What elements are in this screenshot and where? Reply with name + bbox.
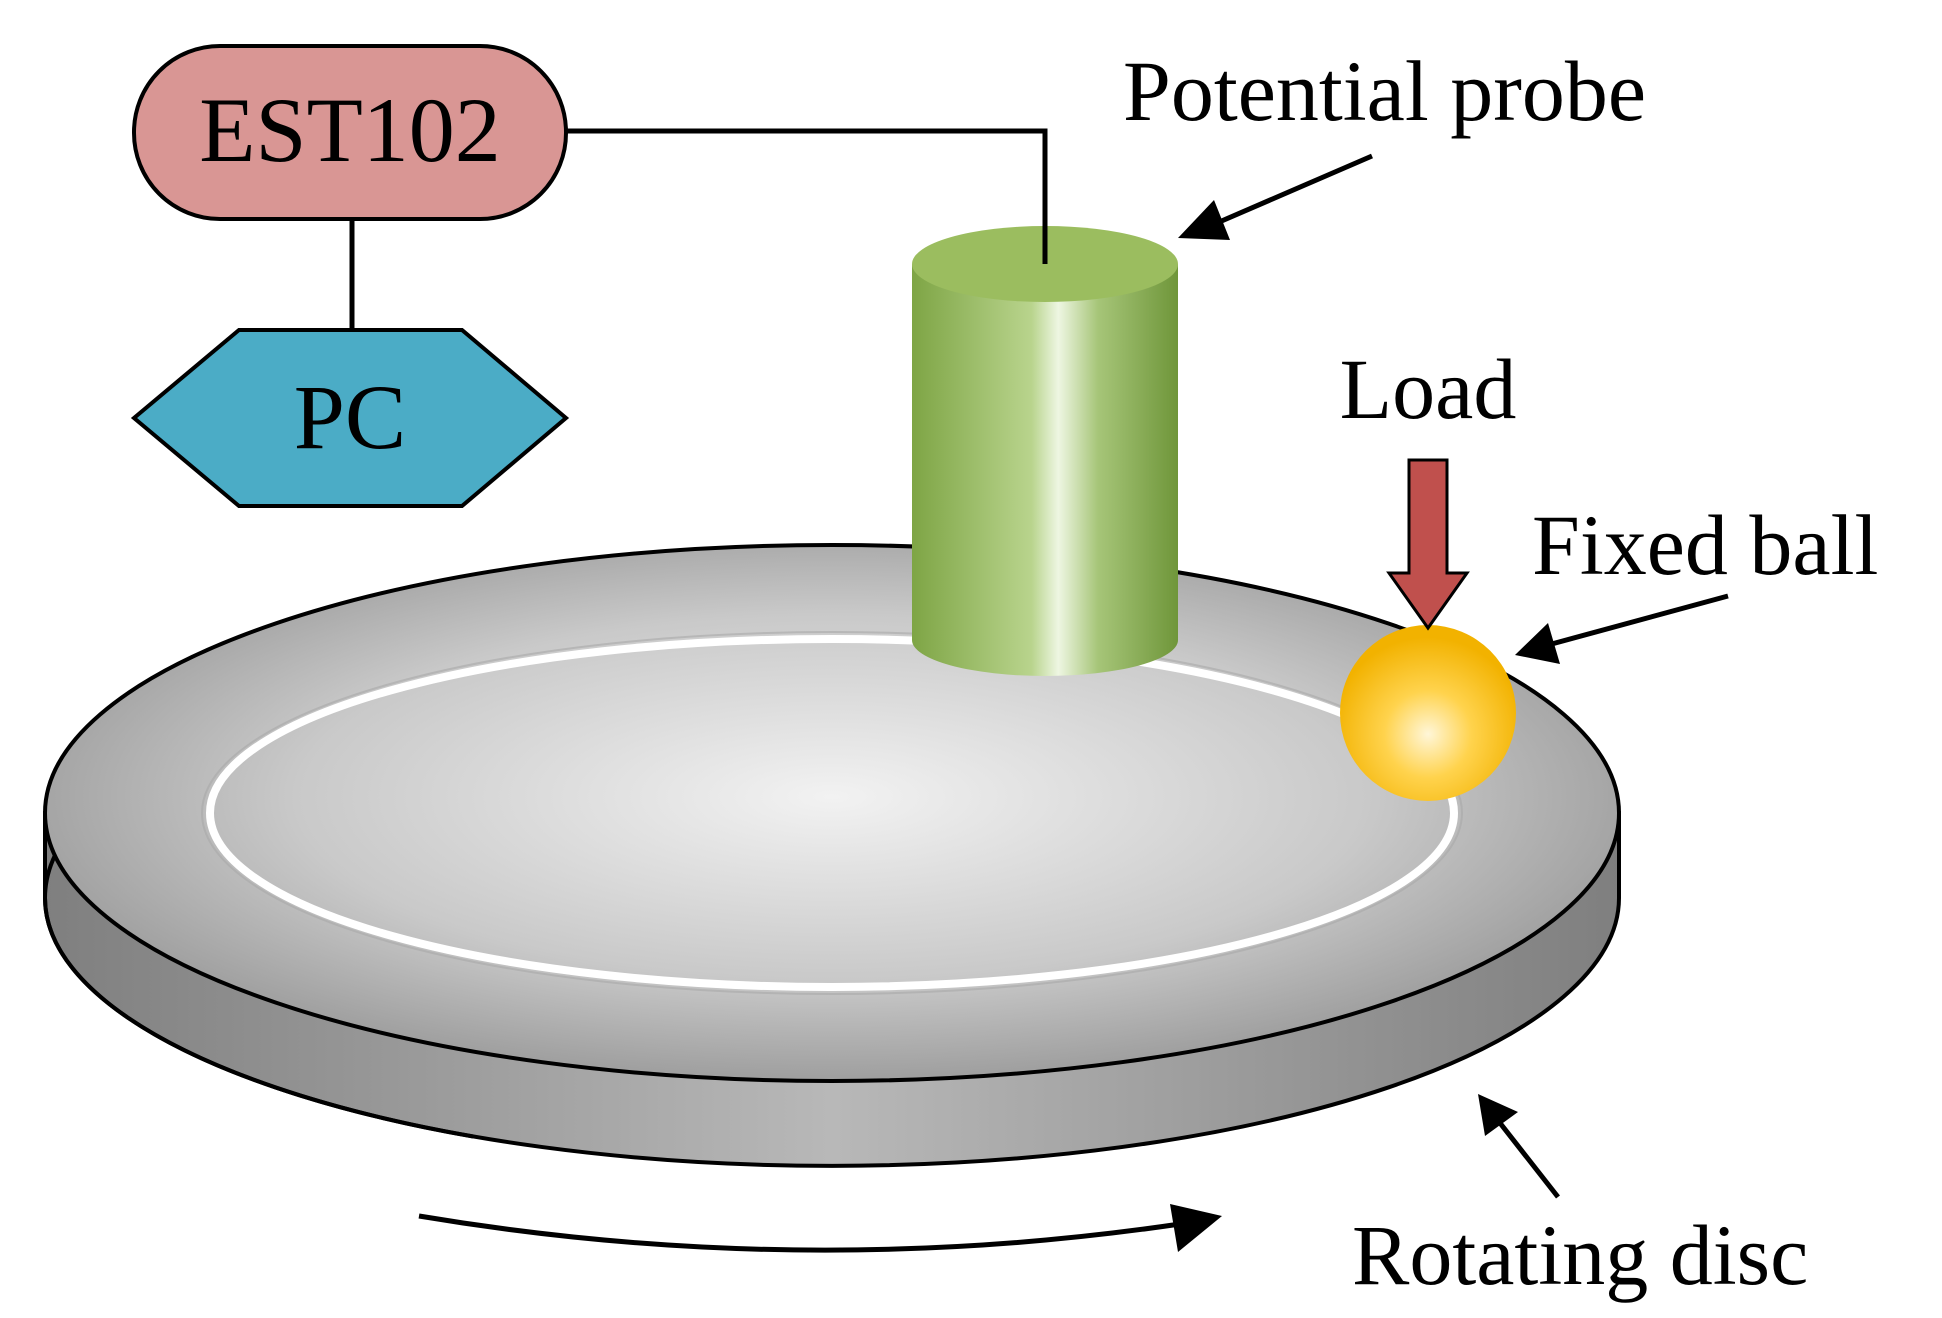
probe-pointer-arrow [1178, 153, 1373, 240]
rotating-disc [43, 543, 1621, 1168]
disc-pointer-arrow [1478, 1094, 1560, 1199]
wear-track [206, 635, 1458, 991]
pc-hexagon [130, 328, 570, 508]
load-arrow [1386, 458, 1470, 631]
pc-computer: PC [130, 328, 570, 508]
disc-top [43, 543, 1621, 1083]
ball-pointer-arrow [1515, 593, 1729, 664]
probe-body [912, 264, 1178, 676]
rotating-disc-label: Rotating disc [1352, 1207, 1808, 1303]
load-label: Load [1340, 341, 1517, 437]
probe-cable [566, 128, 1048, 264]
est102-controller: EST102 [132, 44, 568, 221]
fixed-ball [1340, 625, 1516, 801]
fixed-ball-label: Fixed ball [1532, 497, 1878, 593]
potential-probe-label: Potential probe [1123, 43, 1646, 139]
pc-label: PC [294, 366, 407, 468]
rotation-direction-arrow [418, 1204, 1222, 1253]
disc-bottom-edge [43, 628, 1621, 1168]
est102-label: EST102 [199, 79, 501, 181]
potential-probe [912, 226, 1178, 676]
est102-box [132, 44, 568, 221]
